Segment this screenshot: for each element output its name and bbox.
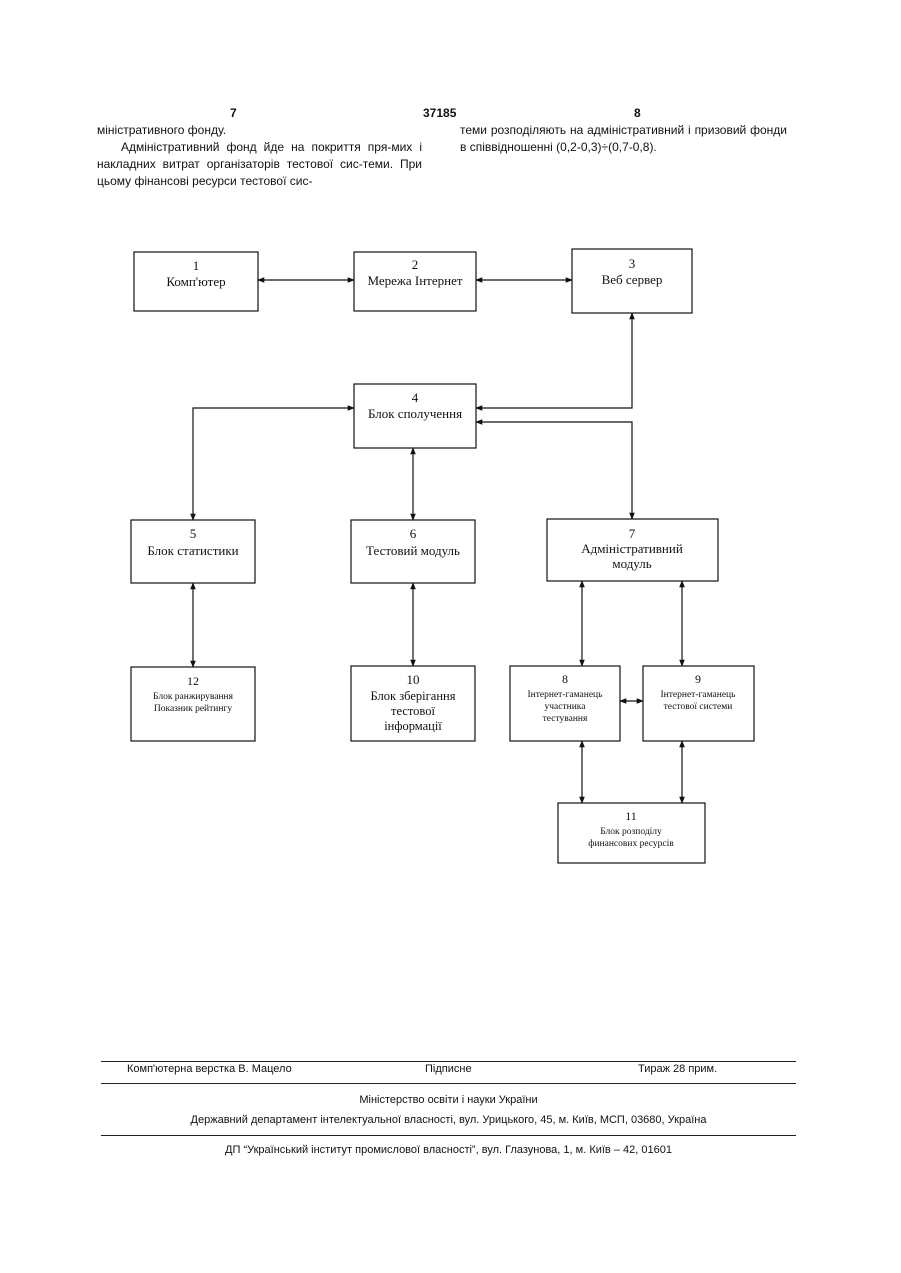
block-8-label-line-2: участника — [545, 702, 587, 712]
block-3-number: 3 — [629, 256, 636, 271]
block-7-number: 7 — [629, 526, 636, 541]
block-10-label-line-1: Блок зберігання — [371, 689, 456, 703]
block-7-label-line-2: модуль — [612, 556, 651, 571]
block-10-number: 10 — [407, 672, 420, 687]
footer-department: Державний департамент інтелектуальної вл… — [101, 1114, 796, 1126]
connector-3-4 — [476, 313, 632, 408]
block-1-label: Комп'ютер — [166, 274, 225, 289]
block-9-number: 9 — [695, 672, 701, 686]
block-5-label: Блок статистики — [147, 543, 238, 558]
block-11-label-line-1: Блок розподілу — [600, 827, 662, 837]
block-8-number: 8 — [562, 672, 568, 686]
block-6-label: Тестовий модуль — [366, 543, 460, 558]
footer-typesetting: Комп'ютерна верстка В. Мацело — [127, 1063, 292, 1075]
footer-rule-bottom — [101, 1135, 796, 1136]
connector-4-5 — [193, 408, 354, 520]
block-1-number: 1 — [193, 258, 200, 273]
block-12-label-line-2: Показник рейтингу — [154, 703, 232, 714]
block-12-number: 12 — [187, 674, 199, 688]
footer-institute: ДП “Український інститут промислової вла… — [101, 1144, 796, 1156]
block-7-label-line-1: Адміністративний — [581, 541, 683, 556]
footer-signed: Підписне — [425, 1063, 472, 1075]
block-12-label-line-1: Блок ранжирування — [153, 692, 234, 702]
block-2-label: Мережа Інтернет — [367, 273, 462, 288]
block-10-label-line-3: інформації — [384, 719, 442, 733]
connector-4-7 — [476, 422, 632, 519]
block-9-label-line-1: Інтернет-гаманець — [661, 690, 737, 700]
block-8-label-line-1: Інтернет-гаманець — [528, 690, 604, 700]
block-10-label-line-2: тестової — [391, 704, 435, 718]
block-8-label-line-3: тестування — [543, 714, 588, 724]
block-labels: 1 Комп'ютер 2 Мережа Інтернет 3 Веб серв… — [147, 256, 736, 849]
block-9-label-line-2: тестової системи — [664, 702, 733, 712]
block-11-number: 11 — [625, 809, 637, 823]
footer-circulation: Тираж 28 прим. — [638, 1063, 717, 1075]
block-2-number: 2 — [412, 257, 419, 272]
footer-rule-middle — [101, 1083, 796, 1084]
block-4-number: 4 — [412, 390, 419, 405]
footer-ministry: Міністерство освіти і науки України — [101, 1094, 796, 1106]
block-11-label-line-2: финансових ресурсів — [588, 838, 674, 849]
block-4-label: Блок сполучення — [368, 406, 462, 421]
block-6-number: 6 — [410, 526, 417, 541]
block-5-number: 5 — [190, 526, 197, 541]
footer-rule-top — [101, 1061, 796, 1062]
block-3-label: Веб сервер — [602, 272, 663, 287]
